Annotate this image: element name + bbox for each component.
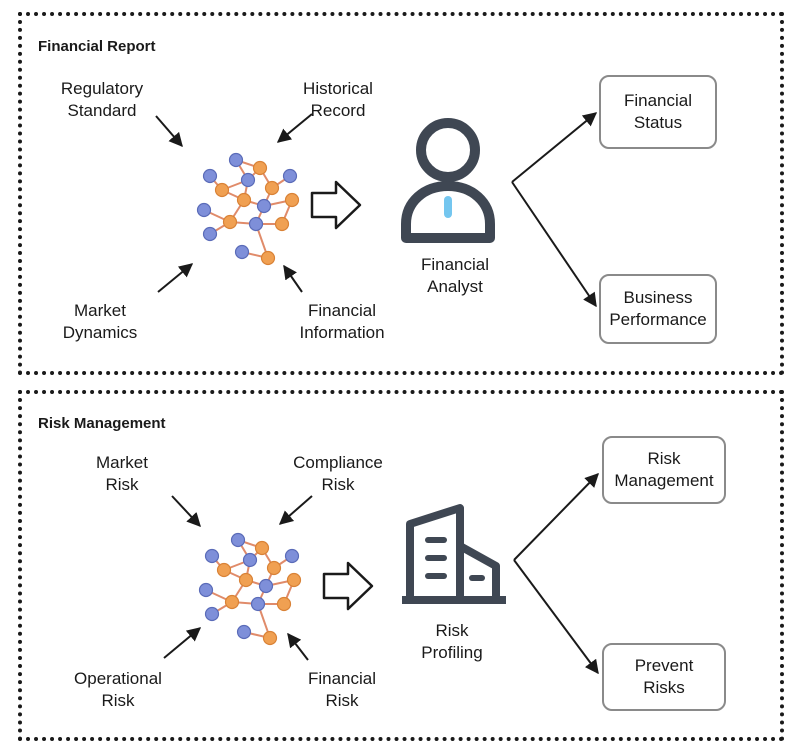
network-node (234, 244, 250, 260)
network-node (216, 562, 232, 578)
panel-title-financial-report: Financial Report (38, 38, 156, 55)
network-node (286, 572, 302, 588)
network-node (228, 152, 244, 168)
person-icon (401, 118, 495, 243)
network-node (240, 172, 256, 188)
network-node (196, 202, 212, 218)
network-node (284, 192, 300, 208)
network-node (256, 198, 272, 214)
network-node (266, 560, 282, 576)
arrow-to-risk-management (513, 472, 599, 561)
arrow-regulatory-to-network (155, 115, 183, 148)
network-node (260, 250, 276, 266)
arrow-to-prevent-risks (513, 559, 599, 675)
network-node (236, 624, 252, 640)
flow-arrow-icon (322, 561, 374, 611)
network-node (250, 596, 266, 612)
arrow-market-risk-to-network (171, 495, 201, 528)
flow-arrow-icon (310, 180, 362, 230)
network-node (236, 192, 252, 208)
financial-report-panel (18, 12, 784, 375)
arrow-financial-info-to-network (283, 264, 303, 293)
network-node (204, 606, 220, 622)
network-node (282, 168, 298, 184)
network-node (230, 532, 246, 548)
arrow-historical-to-network (276, 113, 313, 143)
network-node (198, 582, 214, 598)
tie-icon (444, 196, 452, 218)
arrow-operational-to-network (163, 627, 202, 659)
network-node (214, 182, 230, 198)
building-icon (402, 504, 506, 604)
network-node (222, 214, 238, 230)
data-network-icon (196, 152, 300, 266)
panel-title-risk-management: Risk Management (38, 415, 166, 432)
network-node (242, 552, 258, 568)
network-node (258, 578, 274, 594)
arrow-financial-risk-to-network (287, 632, 309, 661)
network-node (284, 548, 300, 564)
network-node (204, 548, 220, 564)
network-node (238, 572, 254, 588)
risk-network-icon (198, 532, 302, 646)
arrow-to-financial-status (511, 112, 598, 183)
network-node (224, 594, 240, 610)
network-node (252, 160, 268, 176)
network-node (202, 226, 218, 242)
network-node (202, 168, 218, 184)
network-node (248, 216, 264, 232)
arrow-to-business-performance (511, 181, 597, 308)
arrow-compliance-to-network (278, 495, 313, 525)
arrow-market-to-network (157, 263, 194, 293)
network-node (264, 180, 280, 196)
risk-management-panel (18, 390, 784, 741)
network-node (274, 216, 290, 232)
network-node (262, 630, 278, 646)
network-node (276, 596, 292, 612)
network-node (254, 540, 270, 556)
